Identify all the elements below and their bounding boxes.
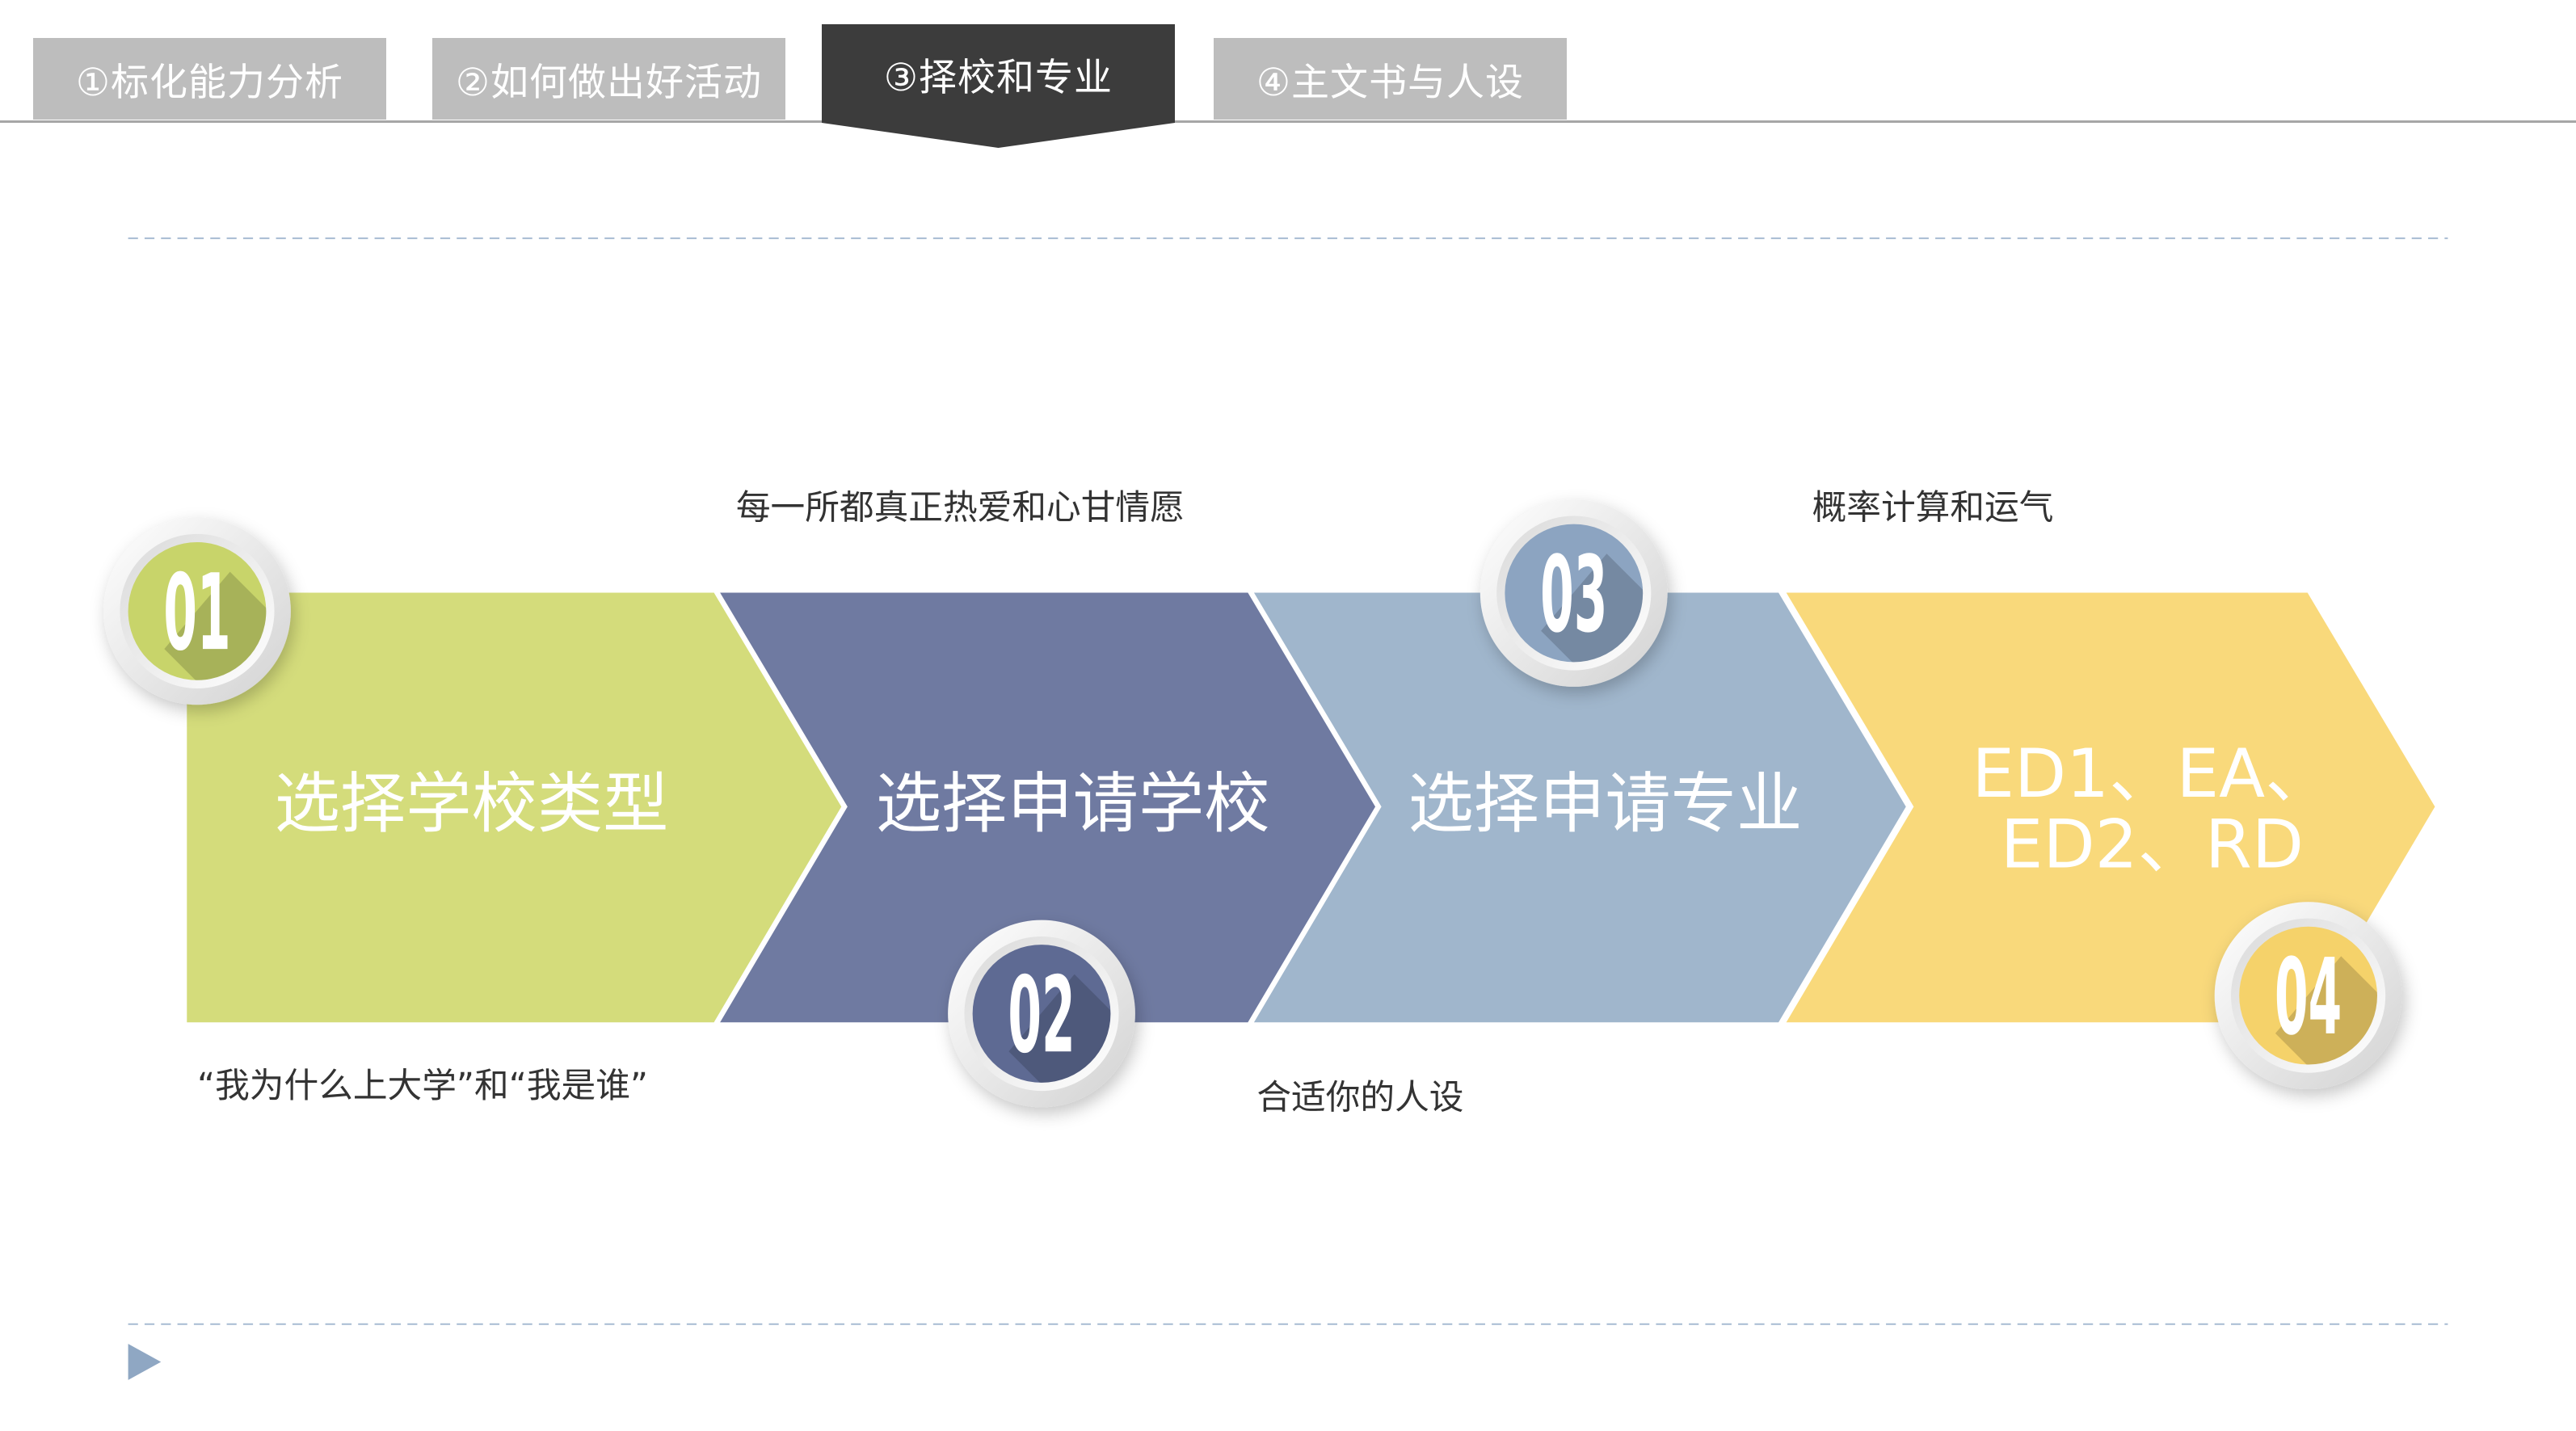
tab-bar-divider [0, 120, 2576, 123]
step-3-badge: 03 [1480, 499, 1668, 687]
tab-score-analysis[interactable]: ①标化能力分析 [33, 38, 386, 120]
step-4-badge: 04 [2214, 902, 2402, 1090]
step-2-caption: 每一所都真正热爱和心甘情愿 [736, 488, 1185, 528]
step-1-title: 选择学校类型 [275, 767, 669, 843]
step-3-chevron [1249, 590, 1909, 1025]
step-1-number: 01 [163, 551, 230, 674]
step-4-title-line-1: ED1、EA、 [1972, 734, 2332, 813]
step-1-caption: “我为什么上大学”和“我是谁” [197, 1066, 648, 1106]
step-3-number: 03 [1540, 533, 1607, 656]
step-4-number: 04 [2275, 936, 2342, 1059]
step-4-title-line-2: ED2、RD [2001, 806, 2304, 884]
step-1-badge-disc [128, 542, 267, 680]
tab-school-and-major[interactable]: ③择校和专业 [822, 24, 1175, 148]
step-2-title: 选择申请学校 [876, 767, 1270, 843]
tab-essay-and-persona[interactable]: ④主文书与人设 [1214, 38, 1567, 120]
step-4-caption: 概率计算和运气 [1812, 488, 2054, 528]
step-4-badge-disc [2239, 926, 2377, 1065]
step-3-title: 选择申请专业 [1408, 767, 1802, 843]
step-2-badge: 02 [948, 920, 1135, 1108]
step-3-badge-disc [1505, 524, 1644, 663]
step-2-number: 02 [1008, 954, 1075, 1077]
step-1-badge: 01 [103, 517, 291, 705]
tab-activities[interactable]: ②如何做出好活动 [432, 38, 785, 120]
step-2-badge-disc [972, 945, 1111, 1083]
step-1-chevron [184, 590, 844, 1025]
step-3-caption: 合适你的人设 [1256, 1077, 1463, 1117]
step-2-chevron [715, 590, 1378, 1025]
play-icon [128, 1344, 162, 1380]
